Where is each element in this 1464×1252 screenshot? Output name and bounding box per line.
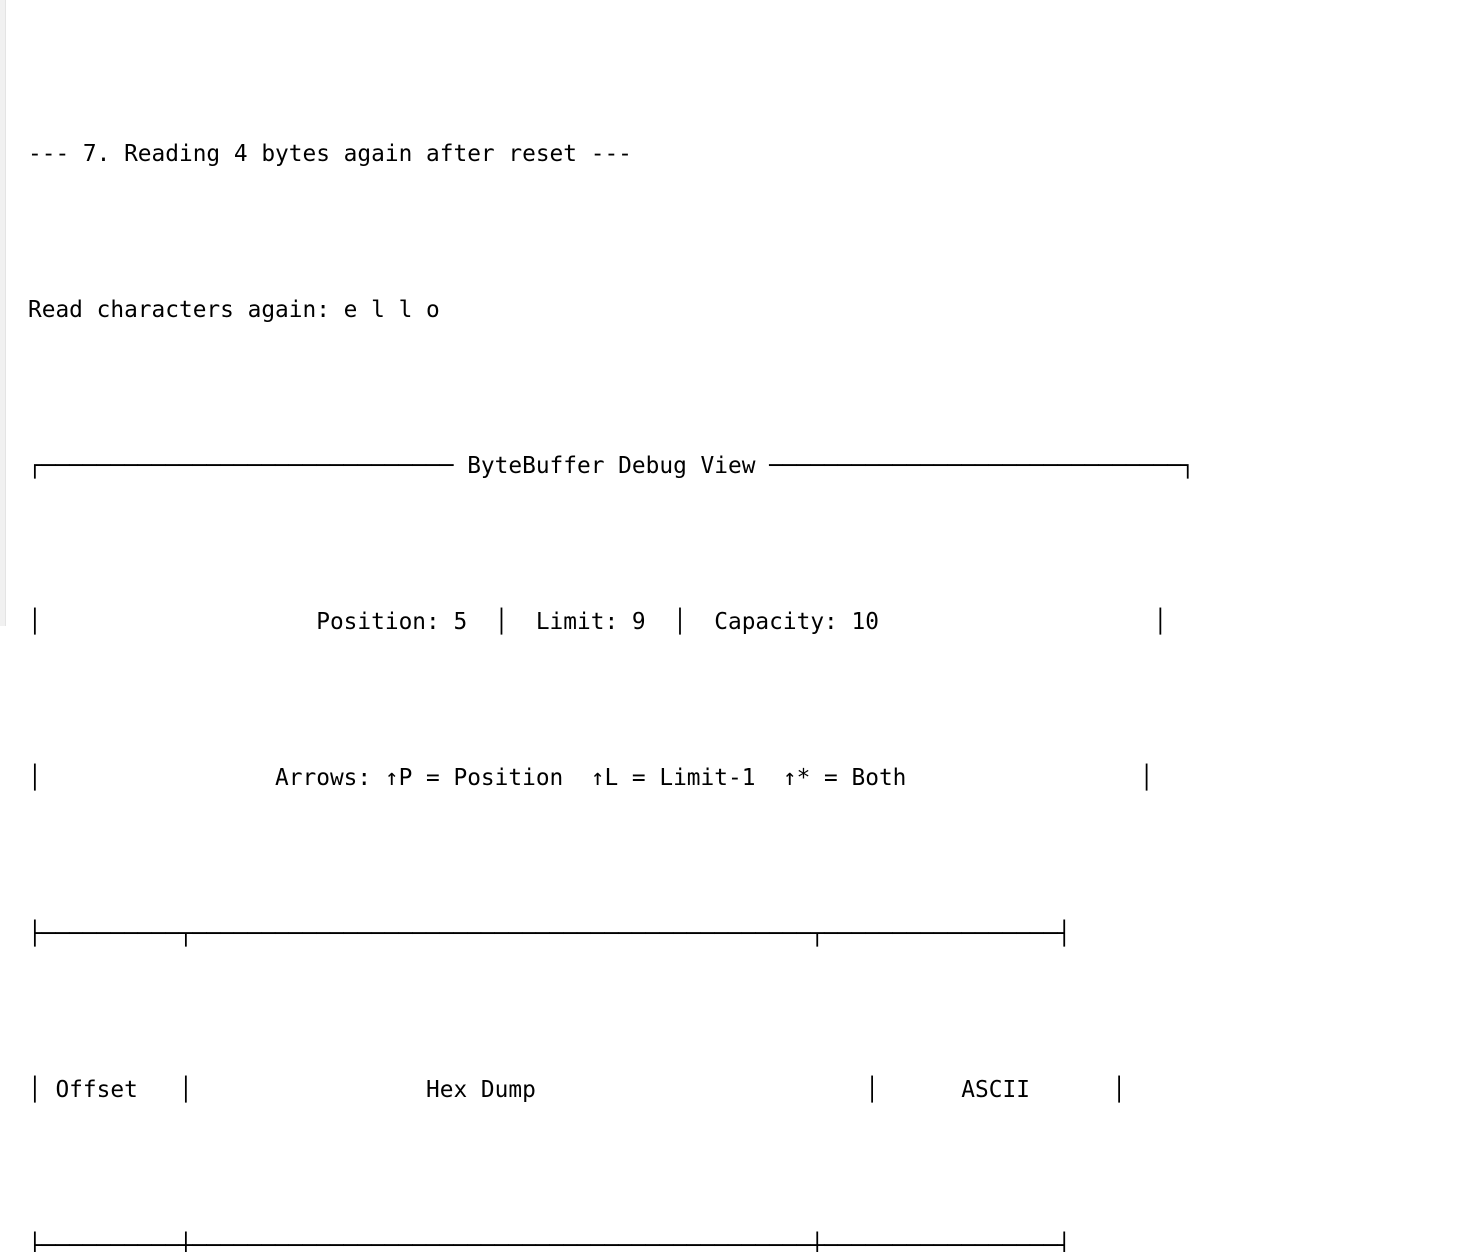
debug-view-legend-line: │ Arrows: ↑P = Position ↑L = Limit-1 ↑* … [28,765,1154,791]
read-characters-line: Read characters again: e l l o [28,297,440,323]
left-gutter [0,0,6,626]
console-output[interactable]: --- 7. Reading 4 bytes again after reset… [28,18,1448,1252]
table-header-top-separator: ├──────────┬────────────────────────────… [28,921,1072,947]
section-heading-line: --- 7. Reading 4 bytes again after reset… [28,141,632,167]
debug-view-stats-line: │ Position: 5 │ Limit: 9 │ Capacity: 10 … [28,609,1168,635]
table-column-header-row: │ Offset │ Hex Dump │ ASCII │ [28,1077,1126,1103]
table-header-bottom-separator: ├──────────┼────────────────────────────… [28,1233,1072,1252]
debug-view-top-border: ┌────────────────────────────── ByteBuff… [28,453,1195,479]
